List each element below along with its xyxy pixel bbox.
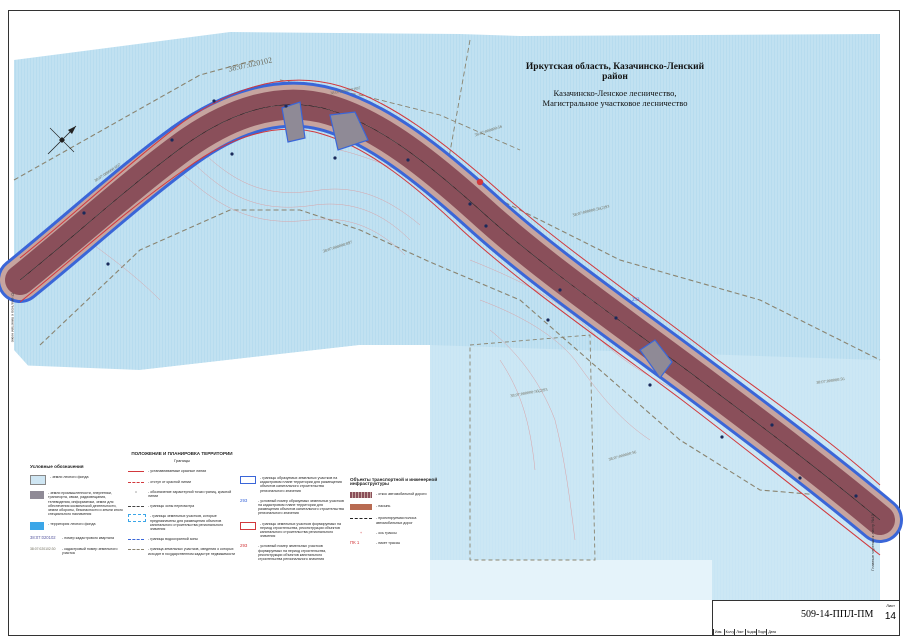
parcel-number: 293 (632, 298, 640, 303)
legend-item: - отступ от красной линии (128, 480, 236, 484)
boundary-points (82, 99, 858, 498)
district-title: Магистральное участковое лесничество (542, 98, 688, 108)
stamp-columns: Изм. Кол.уч Лист №док Подпись Дата (713, 629, 776, 635)
legend-item: •- обозначение характерной точки границ,… (135, 489, 232, 499)
road-axis (19, 104, 881, 521)
legend-left: Условные обозначения - земли лесного фон… (30, 464, 126, 555)
cadastral-boundary-lower (39, 209, 881, 501)
location-marker (476, 178, 484, 186)
legend-item: 38:07:020102:30 - кадастровый номер земе… (30, 546, 118, 555)
legend-parcels: - границы образуемых земельных участков … (240, 470, 344, 561)
cadastral-parcel-lower (469, 334, 596, 561)
sheet-number: 14 (884, 611, 896, 622)
contour-lines (59, 139, 701, 541)
forestry-title: Казачинско-Ленское лесничество, (553, 88, 677, 98)
legend-item: 293- условный номер земельных участков ф… (240, 543, 327, 562)
legend-item: 293- условный номер образуемых земельных… (240, 497, 344, 516)
region-title: Иркутская область, Казачинско-Ленский ра… (525, 62, 705, 82)
legend-item: - территория лесного фонда (30, 522, 126, 531)
widening-area (329, 111, 369, 151)
legend-infrastructure: Объекты транспортной и инженерной инфрас… (350, 477, 440, 546)
legend-item: - границы земельных участков формируемых… (240, 521, 344, 539)
legend-item: - границы образуемых земельных участков … (240, 476, 344, 493)
legend-heading: Условные обозначения (30, 464, 84, 469)
legend-item: - границы земельных участков, которые пр… (128, 514, 236, 531)
legend-item: - граница земельных участков, сведения о… (128, 547, 236, 556)
legend-item: - насыпь (350, 504, 440, 511)
legend-boundaries: ПОЛОЖЕНИЕ И ПЛАНИРОВКА ТЕРРИТОРИИ Границ… (128, 451, 236, 556)
legend-item: - устанавливаемые красные линии (128, 469, 236, 473)
legend-item: +- ось трассы (359, 530, 397, 535)
legend-item: - проектируемая полоса автомобильных дор… (350, 516, 440, 525)
industrial-swatch (30, 491, 44, 500)
north-arrow-icon (47, 125, 77, 155)
blank-area (14, 345, 430, 600)
map-title: Иркутская область, Казачинско-Ленский ра… (515, 62, 715, 108)
widening-area (639, 339, 673, 380)
red-line-south (19, 128, 881, 556)
legend-item: - границы зоны пересмотра (128, 504, 236, 508)
widening-area (281, 101, 306, 143)
legend-item: 38:07:020102 - номер кадастрового кварта… (30, 535, 114, 541)
title-stamp: 509-14-ППЛ-ПМ Лист 14 Изм. Кол.уч Лист №… (712, 600, 900, 636)
forest-swatch (30, 475, 46, 486)
legend-item: - границы водоохранной зоны (128, 537, 236, 541)
legend-item: - земли промышленности, энергетики, тран… (30, 491, 126, 516)
legend-item: - откос автомобильной дороги (350, 492, 440, 499)
side-note-left: Сl анализа к пикетам ниже (10, 292, 16, 343)
side-note-right: Главные чертежи к листу №13 (869, 514, 875, 571)
legend-item: - земли лесного фонда (30, 475, 126, 486)
sheet-label: Лист (886, 603, 895, 608)
legend-item: ПК 1- пикет трассы (350, 540, 401, 546)
red-line-north (19, 79, 881, 486)
document-code: 509-14-ППЛ-ПМ (801, 609, 874, 620)
forest-territory-swatch (30, 522, 44, 531)
